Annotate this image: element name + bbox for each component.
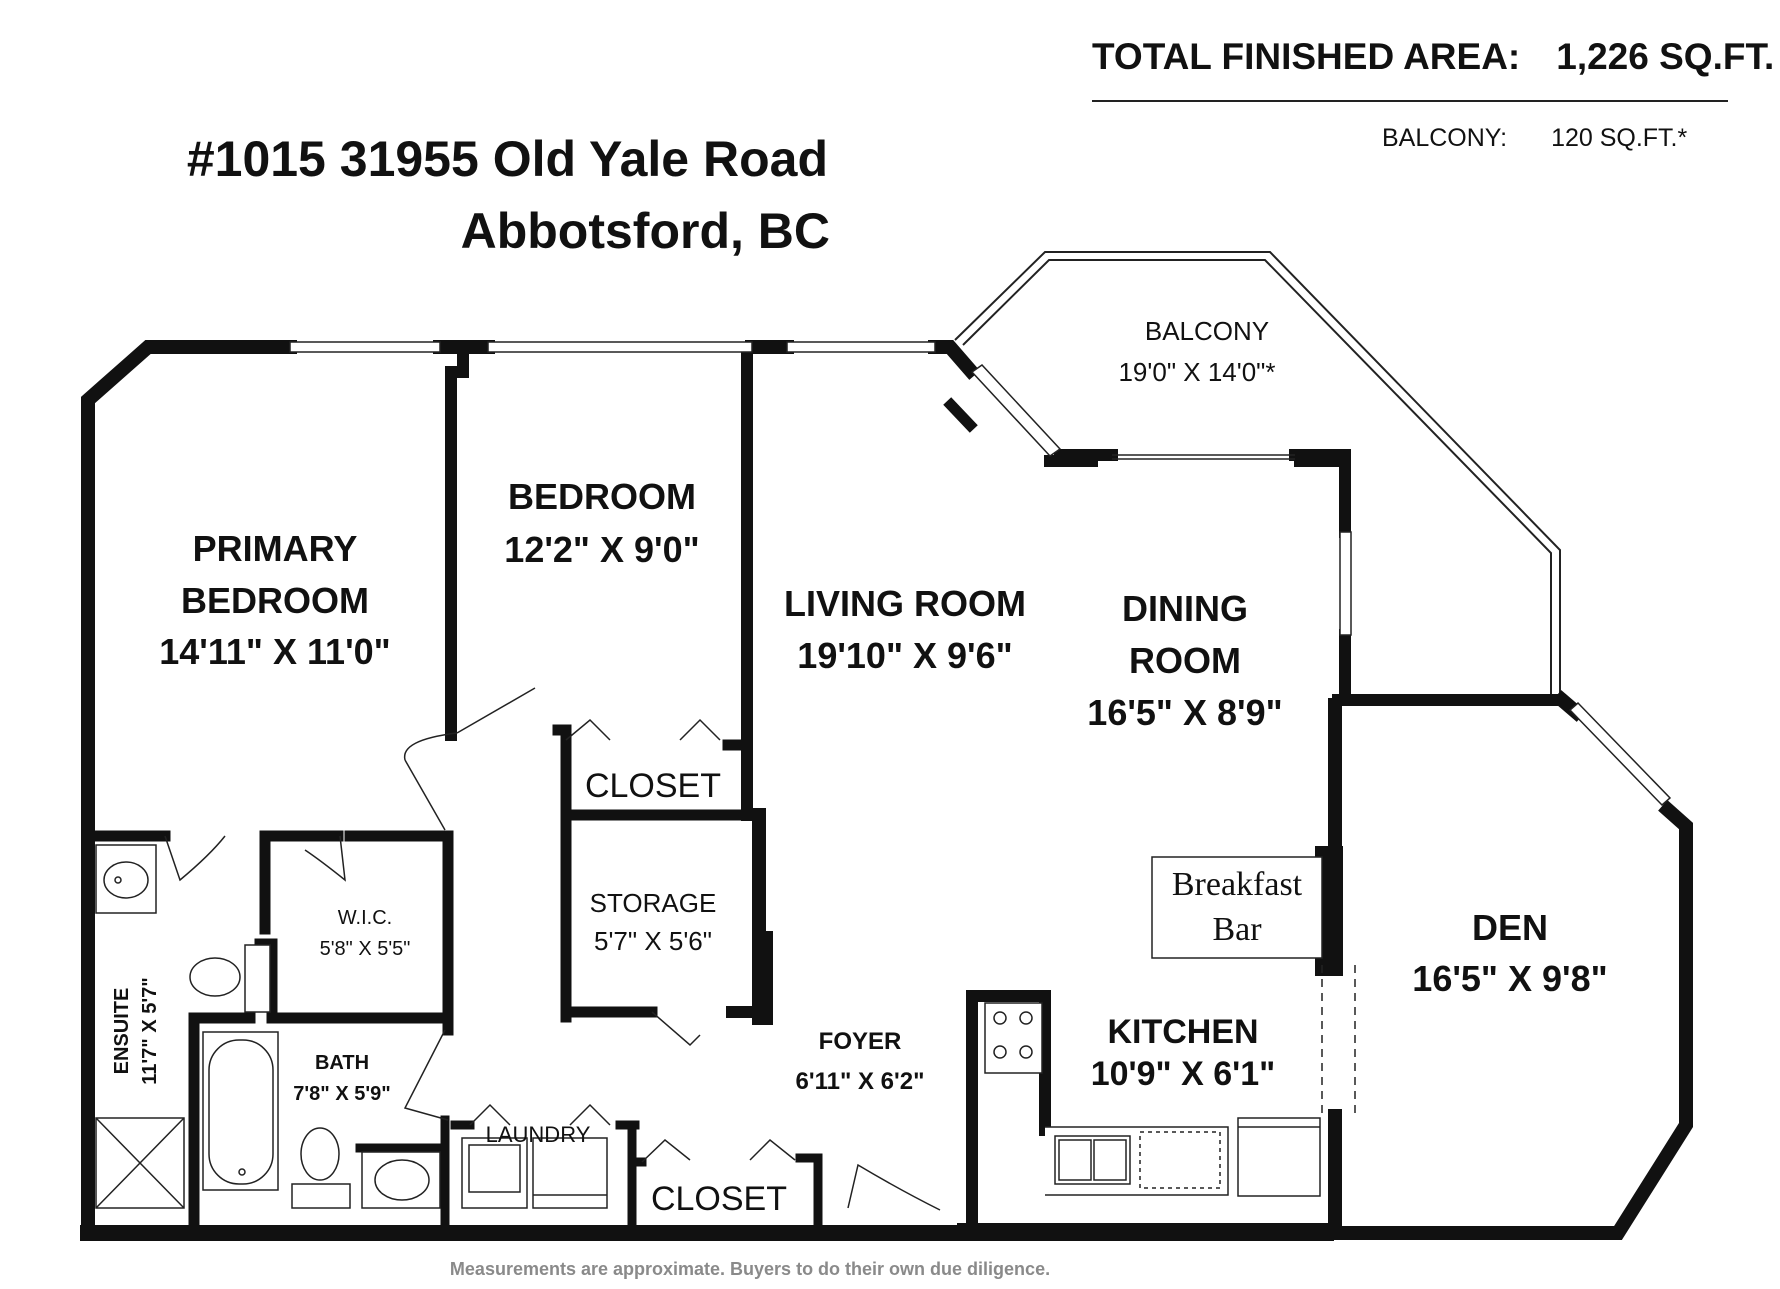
bath-name: BATH <box>315 1052 369 1074</box>
wic-name: W.I.C. <box>338 907 392 929</box>
balcony-area-label: BALCONY: <box>1382 124 1508 152</box>
balcony-outline <box>954 251 1561 700</box>
living-room-dims: 19'10" X 9'6" <box>797 635 1012 676</box>
foyer-name: FOYER <box>819 1028 902 1055</box>
bedroom-dims: 12'2" X 9'0" <box>504 529 699 570</box>
address-line-1: #1015 31955 Old Yale Road <box>186 131 828 187</box>
storage-name: STORAGE <box>590 888 717 918</box>
foyer-dims: 6'11" X 6'2" <box>796 1068 925 1095</box>
door-swings <box>164 687 941 1211</box>
total-area-value: 1,226 SQ.FT. <box>1556 36 1775 77</box>
dining-room-dims: 16'5" X 8'9" <box>1087 692 1282 733</box>
disclaimer-note: Measurements are approximate. Buyers to … <box>449 1259 1051 1279</box>
dining-room-name-line2: ROOM <box>1129 640 1241 681</box>
primary-bedroom-dims: 14'11" X 11'0" <box>159 631 390 672</box>
fixtures <box>95 844 1321 1209</box>
primary-bedroom-name-line1: PRIMARY <box>193 528 358 569</box>
laundry-name: LAUNDRY <box>486 1122 591 1147</box>
windows <box>289 341 1672 807</box>
wic-dims: 5'8" X 5'5" <box>320 938 411 960</box>
bedroom-name: BEDROOM <box>508 476 696 517</box>
breakfast-bar-line2: Bar <box>1212 911 1262 948</box>
breakfast-bar <box>1151 856 1323 959</box>
breakfast-bar-line1: Breakfast <box>1172 866 1303 903</box>
primary-bedroom-name-line2: BEDROOM <box>181 580 369 621</box>
foyer-closet-name: CLOSET <box>651 1180 787 1218</box>
balcony-name: BALCONY <box>1145 316 1269 346</box>
den-name: DEN <box>1472 907 1548 948</box>
balcony-area-value: 120 SQ.FT.* <box>1551 124 1688 152</box>
living-room-name: LIVING ROOM <box>784 583 1026 624</box>
walls <box>80 340 1693 1241</box>
kitchen-name: KITCHEN <box>1107 1013 1258 1051</box>
den-opening <box>1321 965 1356 1115</box>
storage-dims: 5'7" X 5'6" <box>594 926 712 956</box>
total-area-label: TOTAL FINISHED AREA: <box>1092 36 1521 77</box>
den-dims: 16'5" X 9'8" <box>1412 958 1607 999</box>
dining-room-name-line1: DINING <box>1122 588 1248 629</box>
ensuite-name: ENSUITE <box>111 988 133 1075</box>
kitchen-dims: 10'9" X 6'1" <box>1091 1055 1276 1093</box>
header-rule <box>1092 100 1728 102</box>
address-line-2: Abbotsford, BC <box>460 203 830 259</box>
bedroom-closet-name: CLOSET <box>585 767 721 805</box>
balcony-dims: 19'0" X 14'0"* <box>1118 357 1275 387</box>
total-finished-area: TOTAL FINISHED AREA: 1,226 SQ.FT. <box>1092 36 1774 78</box>
ensuite-dims: 11'7" X 5'7" <box>139 977 161 1084</box>
bath-dims: 7'8" X 5'9" <box>293 1083 390 1105</box>
balcony-area: BALCONY: 120 SQ.FT.* <box>1382 124 1687 153</box>
